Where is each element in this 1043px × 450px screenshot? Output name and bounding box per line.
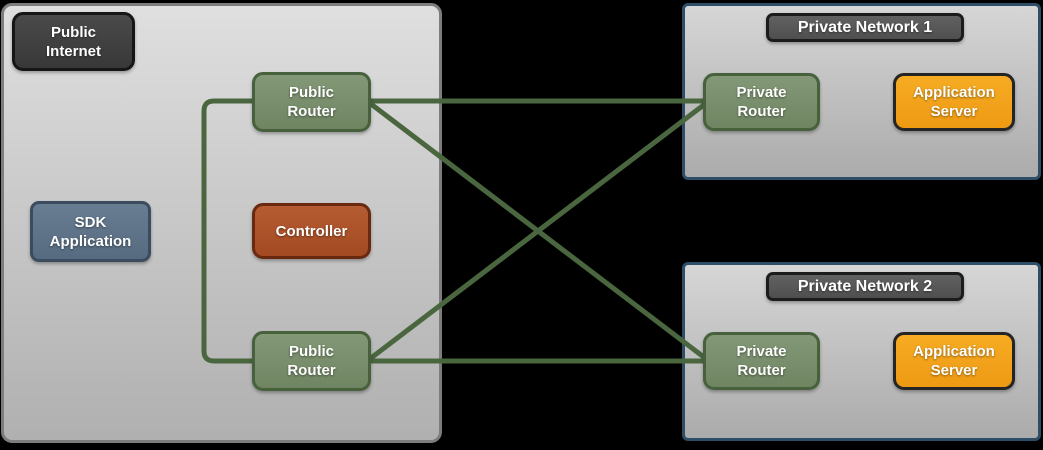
private-network-2-label: Private Network 2 (766, 272, 964, 301)
controller-node: Controller (252, 203, 371, 259)
private-network-1-label: Private Network 1 (766, 13, 964, 42)
private-router-2-node: Private Router (703, 332, 820, 390)
application-server-1-node: Application Server (893, 73, 1015, 131)
public-internet-label: Public Internet (12, 12, 135, 71)
public-router-top-node: Public Router (252, 72, 371, 132)
private-router-1-node: Private Router (703, 73, 820, 131)
public-router-bottom-node: Public Router (252, 331, 371, 391)
sdk-application-node: SDK Application (30, 201, 151, 262)
application-server-2-node: Application Server (893, 332, 1015, 390)
